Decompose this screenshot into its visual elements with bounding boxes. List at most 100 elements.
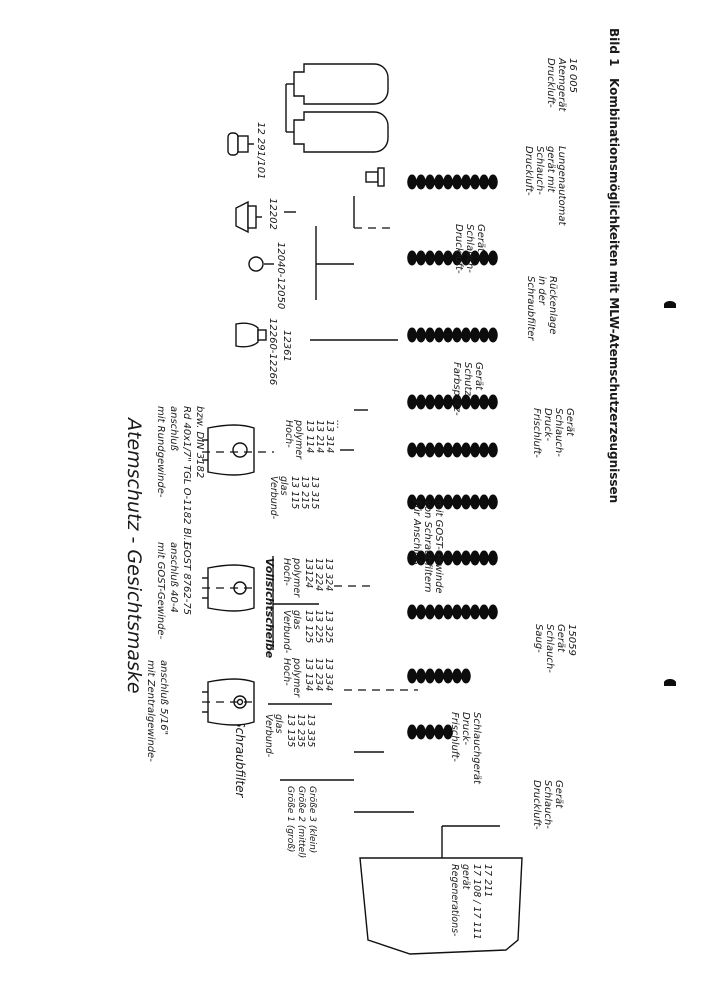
lens-block-mask1: Hoch- polymer 13 114 13 214 13 314 ... V… [268, 419, 345, 520]
device-label-druckluft-atemgeraet: Druckluft- Atemgerät 16 005 [545, 57, 578, 112]
dev3-line-2: Schlauch- [464, 224, 475, 273]
dev2-line-2: Schlauch- [534, 146, 545, 195]
m3-vg-num-3: 13 335 [305, 714, 316, 747]
dev2-line-3: gerät mit [545, 146, 556, 193]
dev9-line-2: Druck- [460, 712, 471, 745]
dev1-line-2: Atemgerät [556, 57, 567, 112]
hose-segment [452, 394, 462, 410]
hose-segment [407, 724, 417, 740]
hose-segment [416, 250, 426, 266]
hose-segment [443, 604, 453, 620]
hose-segment [443, 668, 453, 684]
m3-hp-head-2: polymer [291, 657, 302, 698]
filter-12260: 12260-12266 12361 [235, 318, 292, 385]
hose-segment [470, 494, 480, 510]
hose-segment [479, 394, 489, 410]
filter-label-12361: 12361 [281, 330, 292, 362]
hose-segment [443, 494, 453, 510]
dev5-line-2: Schutz- [462, 362, 473, 400]
hose-segment [461, 668, 471, 684]
dev7-line-1: Für Anschluß [411, 500, 422, 565]
mask2-line-3: GOST 8762-75 [181, 542, 192, 615]
hose-segment [407, 604, 417, 620]
dev2-line-1: Druckluft- [523, 146, 534, 196]
filter-label-12260: 12260-12266 [267, 318, 278, 385]
hose-segment [479, 250, 489, 266]
hose-segment [488, 442, 498, 458]
hose-segment [470, 442, 480, 458]
dev2-line-4: Lungenautomat [556, 146, 567, 226]
hose-segment [407, 668, 417, 684]
dev3-line-3: Gerät [475, 224, 486, 253]
m3-hp-head-1: Hoch- [281, 658, 292, 686]
hose-segment [425, 668, 435, 684]
hose-segment [488, 327, 498, 343]
m2-hp-num-1: 13124 [303, 558, 314, 588]
hose-segment [488, 394, 498, 410]
mask1-line-2: anschluß [168, 406, 179, 451]
hose-segment [452, 327, 462, 343]
hose-segment [425, 550, 435, 566]
hose-segment [479, 550, 489, 566]
device-label-saug-schlauch: Saug- Schlauch- Gerät 15059 [533, 624, 577, 673]
hose-icon [407, 394, 498, 410]
edge-mark [664, 679, 676, 686]
hose-segment [461, 442, 471, 458]
hose-segment [434, 394, 444, 410]
hose-segment [488, 250, 498, 266]
hose-segment [470, 604, 480, 620]
dev3-line-1: Druckluft- [453, 224, 464, 274]
dev7-line-3: mit GOST-Gewinde [433, 500, 444, 594]
device-label-farbspritz: Farbspritz- Schutz- Gerät [451, 362, 484, 416]
hose-segment [434, 442, 444, 458]
m1-hp-num-1: 13 114 [304, 420, 315, 453]
filter-title: Schraubfilter [233, 720, 247, 799]
regen-line-2: gerät [460, 864, 471, 891]
m1-vg-num-3: 13 315 [309, 476, 320, 509]
filter-label-12040: 12040-12050 [275, 242, 286, 309]
size-2: Größe 2 (mittel) [296, 786, 306, 858]
hose-segment [416, 550, 426, 566]
m3-vg-num-2: 13 235 [295, 714, 306, 747]
hose-segment [407, 550, 417, 566]
hose-segment [443, 442, 453, 458]
m2-hp-num-2: 13 224 [313, 558, 324, 591]
hose-segment [443, 394, 453, 410]
hose-segment [470, 174, 480, 190]
hose-segment [479, 604, 489, 620]
filter-12202: 12202 [235, 198, 296, 234]
hose-segment [425, 174, 435, 190]
lens-block-mask2: Vollsichtscheibe Hoch- polymer 13124 13 … [263, 556, 334, 659]
hose-segment [461, 327, 471, 343]
dev8-line-2: Schlauch- [544, 624, 555, 673]
m1-vg-head-1: Verbund- [268, 476, 279, 520]
mask2-line-1: mit GOST-Gewinde- [155, 542, 166, 640]
device-label-gost-anschluss: Für Anschluß von Schraubfiltern mit GOST… [411, 500, 444, 594]
dev10-line-1: Druckluft- [531, 780, 542, 830]
filter-label-12291: 12 291/101 [255, 122, 266, 179]
hose-segment [488, 604, 498, 620]
hose-segment [479, 174, 489, 190]
gas-cylinders-icon [285, 63, 389, 153]
hose-segment [461, 604, 471, 620]
m1-hp-num-2: 13 214 [314, 420, 325, 453]
hose-segment [416, 668, 426, 684]
connector-lines [202, 196, 418, 813]
mask-rundgewinde-icon [202, 424, 255, 476]
hose-segment [407, 250, 417, 266]
hose-segment [479, 327, 489, 343]
mask-variant-gost: mit GOST-Gewinde- anschluß 40-4 GOST 876… [155, 542, 192, 640]
m2-hp-num-3: 13 324 [323, 558, 334, 591]
hose-segment [416, 724, 426, 740]
hose-segment [425, 724, 435, 740]
hose-segment [452, 250, 462, 266]
hose-segment [470, 550, 480, 566]
hose-icon [407, 724, 453, 740]
hose-segment [452, 550, 462, 566]
dev7-line-2: von Schraubfiltern [422, 500, 433, 592]
vollsicht-title: Vollsichtscheibe [263, 558, 276, 659]
hose-segment [479, 442, 489, 458]
hose-segment [452, 668, 462, 684]
device-label-frischluft-1: Frischluft- Druck- Schlauch- Gerät [531, 408, 575, 458]
mask-variant-rundgewinde: mit Rundgewinde- anschluß Rd 40x1/7" TGL… [155, 406, 205, 547]
